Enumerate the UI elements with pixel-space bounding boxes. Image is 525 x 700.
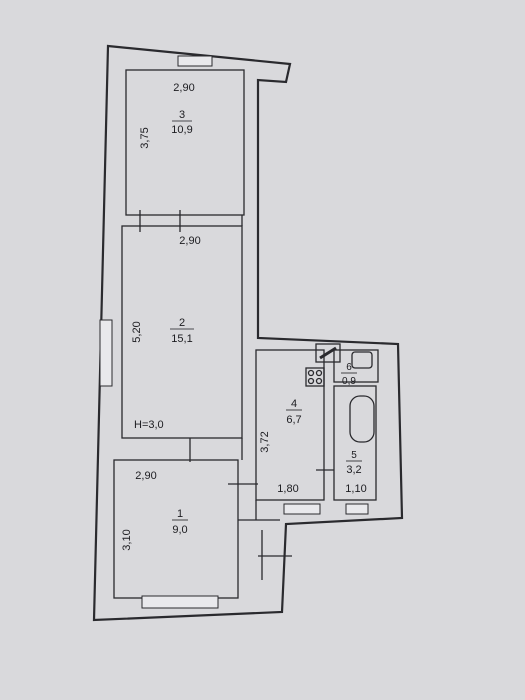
window-room-2	[99, 319, 113, 387]
room-5-number: 5	[351, 450, 357, 461]
room-2-number: 2	[179, 317, 185, 329]
boiler-icon	[315, 343, 341, 363]
window-room-5	[345, 503, 369, 515]
room-1-number: 1	[177, 508, 183, 520]
sink-icon	[351, 351, 373, 369]
stove-icon	[305, 367, 325, 387]
room-3-outline	[125, 69, 245, 216]
room-3-width-dimension: 2,90	[173, 82, 194, 94]
room-1-length-dimension: 3,10	[121, 529, 133, 550]
stove-burner-icon	[307, 377, 315, 385]
bathtub-icon	[349, 395, 375, 443]
room-2-width-dimension: 2,90	[179, 235, 200, 247]
room-1-width-dimension: 2,90	[135, 470, 156, 482]
room-5-area: 3,2	[346, 464, 361, 476]
room-5-width-dimension: 1,10	[345, 483, 366, 495]
window-room-3	[177, 55, 213, 67]
room-2-length-dimension: 5,20	[131, 321, 143, 342]
ceiling-height-label: H=3,0	[134, 419, 164, 431]
room-1-area: 9,0	[172, 524, 187, 536]
room-3-length-dimension: 3,75	[139, 127, 151, 148]
room-4-area: 6,7	[286, 414, 301, 426]
room-4-number: 4	[291, 398, 297, 410]
room-2-outline	[121, 225, 243, 439]
stove-burner-icon	[315, 369, 323, 377]
room-2-area: 15,1	[171, 333, 192, 345]
room-4-outline	[255, 349, 325, 501]
door-room-3	[139, 210, 181, 232]
room-4-length-dimension: 3,72	[259, 431, 271, 452]
stove-burner-icon	[307, 369, 315, 377]
window-room-1	[141, 595, 219, 609]
stove-burner-icon	[315, 377, 323, 385]
room-5-outline	[333, 385, 377, 501]
room-3-number: 3	[179, 109, 185, 121]
room-4-width-dimension: 1,80	[277, 483, 298, 495]
outer-wall	[92, 44, 404, 622]
window-room-4	[283, 503, 321, 515]
boiler-symbol	[319, 346, 337, 360]
corridor-lines	[238, 215, 280, 521]
entrance-door	[258, 530, 292, 580]
room-3-area: 10,9	[171, 124, 192, 136]
room-6-outline	[333, 349, 379, 383]
room-6-area: 0,9	[342, 376, 356, 387]
room-6-number: 6	[346, 362, 352, 373]
